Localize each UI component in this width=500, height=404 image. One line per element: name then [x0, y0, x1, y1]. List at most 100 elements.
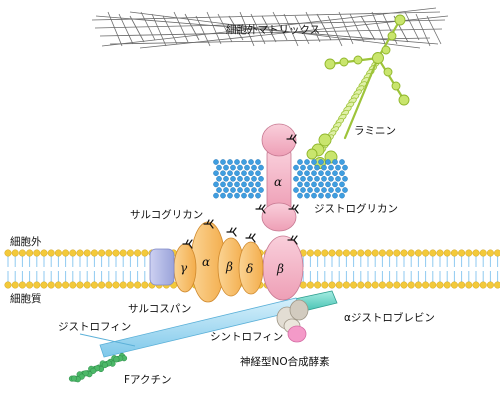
glycan-bead [241, 192, 247, 199]
ecm-fiber [338, 11, 354, 45]
label-dystrophin: ジストロフィン [58, 321, 131, 333]
glycan-bead [220, 159, 226, 165]
glycan-branch-icon [255, 204, 266, 214]
lipid-head [83, 281, 91, 289]
laminin-bead [383, 67, 393, 77]
label-f-actin: Fアクチン [124, 374, 172, 386]
lipid-head [407, 281, 415, 289]
lipid-head [450, 281, 458, 289]
glycan-branch-icon [287, 235, 298, 245]
glycan-bead [318, 159, 324, 165]
glycan-bead [328, 187, 334, 193]
lipid-head [314, 281, 322, 289]
glycan-bead [297, 159, 303, 165]
actin-monomer [101, 362, 108, 369]
glycan-bead [325, 181, 331, 188]
lipid-head [54, 249, 62, 257]
lipid-head [364, 249, 372, 257]
lipid-head [465, 249, 473, 257]
laminin-bead [381, 45, 391, 55]
glycan-bead [255, 159, 261, 165]
glycan-bead [234, 170, 240, 176]
actin-monomer [90, 367, 97, 374]
ecm-fiber [206, 11, 222, 45]
ecm-fiber [261, 15, 277, 43]
glycan-bead [258, 164, 264, 171]
lipid-head [69, 281, 77, 289]
lipid-head [90, 249, 98, 257]
ecm-fiber [272, 11, 288, 41]
lipid-head [4, 281, 12, 289]
glycan-bead [237, 187, 243, 193]
lipid-head [90, 281, 98, 289]
lipid-head [414, 249, 422, 257]
lipid-head [357, 249, 365, 257]
lipid-head [306, 249, 314, 257]
lipid-head [378, 281, 386, 289]
glycan-bead [234, 181, 240, 188]
lipid-head [357, 281, 365, 289]
sarcoglycan-beta-symbol: β [225, 260, 233, 274]
glycan-bead [241, 181, 247, 188]
laminin-globular-domains [306, 14, 410, 169]
lipid-head [321, 249, 329, 257]
ecm-fiber [349, 13, 365, 43]
glycan-bead [297, 181, 303, 188]
label-dystroglycan: ジストログリカン [314, 202, 398, 215]
glycan-bead [321, 187, 327, 193]
glycan-bead [328, 175, 334, 182]
sarcoglycan-delta [238, 241, 264, 295]
glycan-bead [220, 181, 226, 188]
glycan-bead [339, 170, 345, 176]
glycan-bead [304, 192, 310, 199]
lipid-head [40, 281, 48, 289]
lipid-head [371, 249, 379, 257]
ecm-fiber [327, 15, 343, 47]
lipid-head [335, 281, 343, 289]
ecm-fiber [217, 13, 233, 43]
laminin: ラミニン [306, 14, 410, 169]
glycan-bead [230, 175, 236, 182]
lipid-head [350, 249, 358, 257]
lipid-head [62, 249, 70, 257]
glycan-branch-icon [245, 233, 256, 243]
lipid-head [47, 281, 55, 289]
glycan-bead [223, 187, 229, 193]
laminin-bead [372, 52, 384, 64]
glycan-bead [255, 170, 261, 176]
lipid-head [443, 281, 451, 289]
glycan-bead [244, 164, 250, 171]
glycan-bead [328, 164, 334, 171]
glycan-bead [248, 170, 254, 176]
laminin-bead [318, 133, 332, 147]
lipid-head [364, 281, 372, 289]
lipid-head [486, 281, 494, 289]
lipid-head [134, 281, 142, 289]
lipid-head [54, 281, 62, 289]
ecm-fiber [294, 15, 310, 45]
ecm-fiber [371, 11, 387, 47]
lipid-head [458, 281, 466, 289]
glycan-bead [314, 187, 320, 193]
lipid-head [443, 249, 451, 257]
glycan-bead [321, 175, 327, 182]
lipid-head [33, 281, 41, 289]
lipid-head [119, 281, 127, 289]
sarcoglycan-delta-symbol: δ [246, 262, 253, 276]
ecm-fiber [195, 15, 211, 47]
glycan-bead [237, 175, 243, 182]
glycan-bead [335, 187, 341, 193]
glycan-bead [332, 181, 338, 188]
lipid-head [342, 249, 350, 257]
glycan-branch-icon [226, 227, 237, 237]
glycan-bead [293, 187, 299, 193]
glycan-bead [325, 159, 331, 165]
glycan-bead [339, 159, 345, 165]
glycan-bead [227, 192, 233, 199]
ecm-fiber [250, 13, 266, 45]
glycan-bead [213, 181, 219, 188]
ecm-fiber [173, 11, 189, 43]
lipid-head [321, 281, 329, 289]
label-sarcoglycan: サルコグリカン [130, 208, 203, 221]
